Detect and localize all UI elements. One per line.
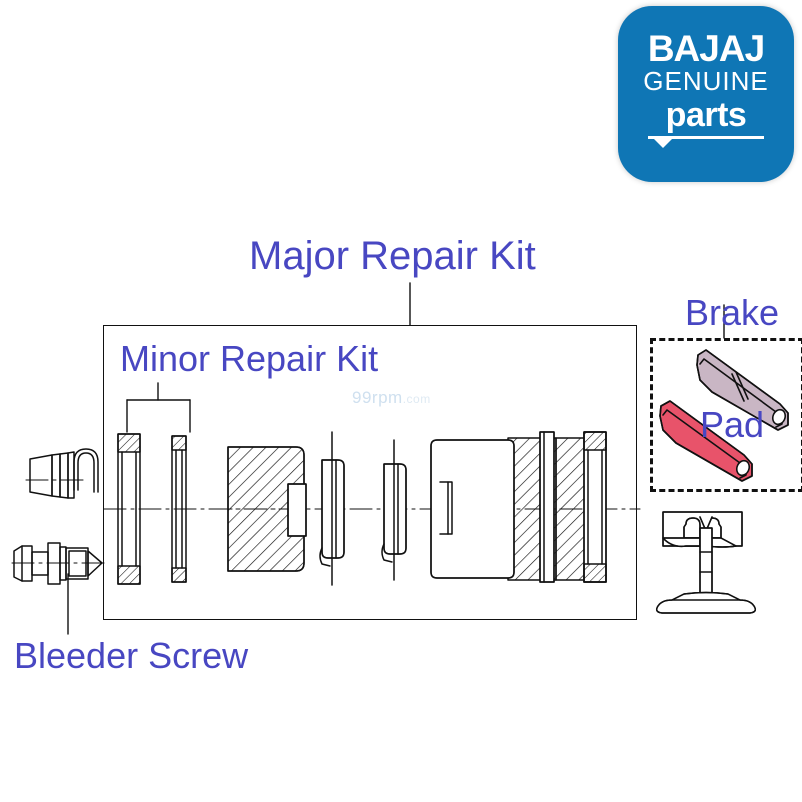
watermark-text: 99rpm bbox=[352, 388, 403, 407]
bajaj-genuine-parts-logo: BAJAJ GENUINE parts bbox=[618, 6, 794, 182]
label-minor-repair-kit: Minor Repair Kit bbox=[120, 338, 379, 379]
logo-chevron-icon bbox=[654, 139, 672, 148]
label-brake-pad-line1: Brake bbox=[684, 291, 780, 333]
logo-text-parts: parts bbox=[665, 96, 747, 134]
logo-inner: BAJAJ GENUINE parts bbox=[618, 6, 794, 182]
label-major-repair-kit: Major Repair Kit bbox=[249, 234, 536, 278]
label-brake-pad: Brake Pad bbox=[676, 219, 788, 519]
logo-text-genuine: GENUINE bbox=[643, 66, 769, 96]
bleeder-screw-part bbox=[13, 542, 103, 585]
logo-text-bajaj: BAJAJ bbox=[647, 28, 765, 69]
watermark-domain: .com bbox=[402, 392, 431, 406]
label-brake-pad-line2: Pad bbox=[699, 404, 765, 446]
major-repair-kit-box bbox=[103, 325, 637, 620]
pad-retaining-pin-part bbox=[655, 511, 757, 614]
watermark-99rpm: 99rpm.com bbox=[352, 388, 431, 408]
logo-underline bbox=[648, 136, 764, 139]
label-bleeder-screw: Bleeder Screw bbox=[14, 635, 249, 676]
dust-cap-clip-part bbox=[29, 448, 99, 499]
